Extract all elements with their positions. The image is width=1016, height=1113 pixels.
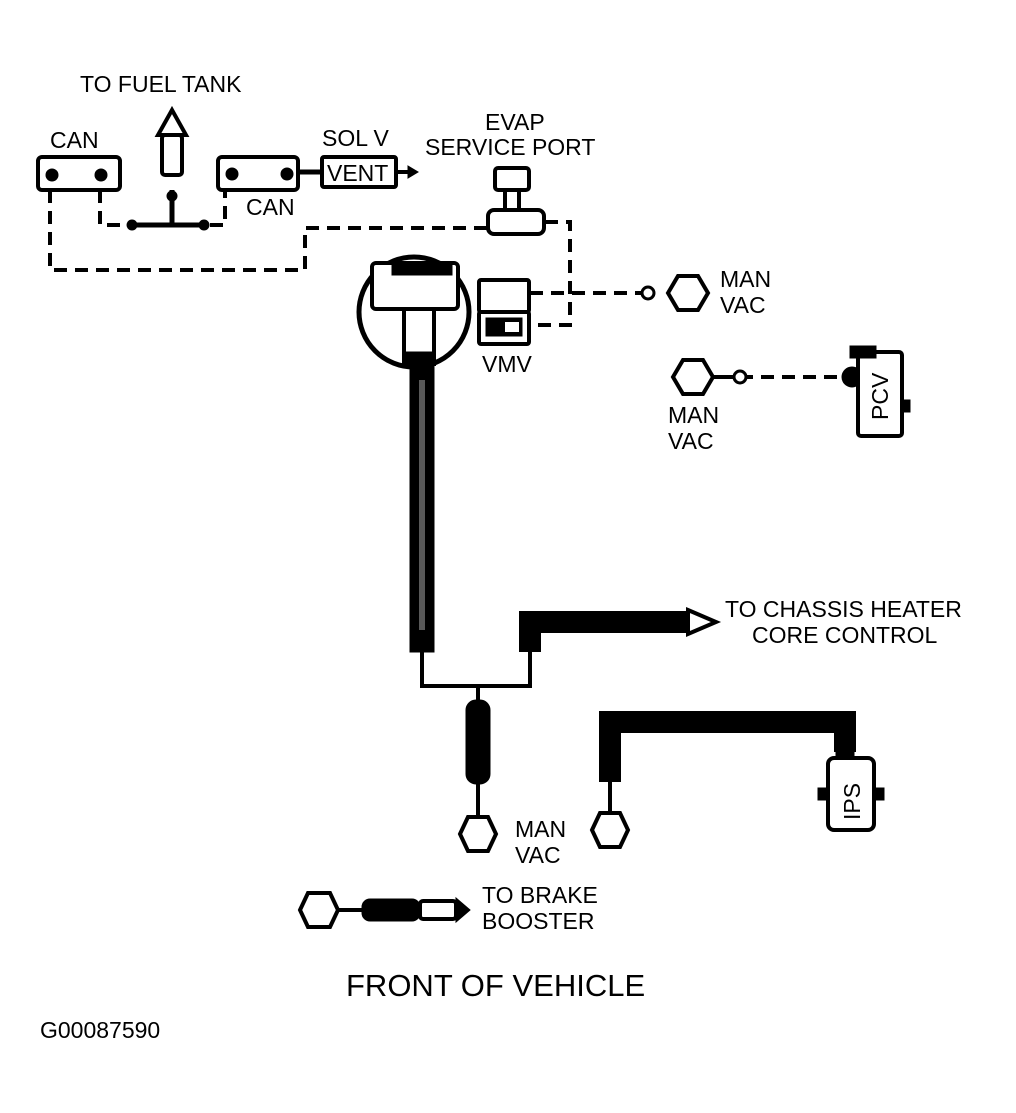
figure-id: G00087590 — [40, 1017, 160, 1043]
brake-label-line2: BOOSTER — [482, 908, 594, 934]
ips-hose — [589, 711, 856, 849]
main-vacuum-hose — [409, 361, 532, 688]
pcv-valve — [841, 345, 911, 438]
man-vac-port-2 — [670, 358, 748, 396]
fuel-tank-label: TO FUEL TANK — [80, 71, 242, 97]
canister-right — [216, 155, 322, 192]
chassis-label-line2: CORE CONTROL — [752, 622, 938, 648]
man-vac-1-label-a: MAN — [720, 266, 771, 292]
man-vac-2-label-b: VAC — [668, 428, 714, 454]
man-vac-3-label-a: MAN — [515, 816, 566, 842]
front-of-vehicle-label: FRONT OF VEHICLE — [346, 968, 645, 1003]
fuel-tank-tee — [126, 105, 210, 231]
evap-label-line1: EVAP — [485, 109, 545, 135]
evap-service-port — [486, 166, 546, 236]
man-vac-2-label-a: MAN — [668, 402, 719, 428]
vent-solenoid — [320, 155, 419, 189]
brake-booster-hose — [297, 891, 471, 929]
brake-label-line1: TO BRAKE — [482, 882, 598, 908]
man-vac-port-3 — [457, 686, 499, 853]
man-vac-1-label-b: VAC — [720, 292, 766, 318]
can-left-label: CAN — [50, 127, 99, 153]
vent-label: VENT — [327, 160, 388, 186]
vmv-label: VMV — [482, 351, 533, 377]
ips-label: IPS — [839, 783, 865, 820]
chassis-label-line1: TO CHASSIS HEATER — [725, 596, 962, 622]
sol-v-label: SOL V — [322, 125, 390, 151]
man-vac-3-label-b: VAC — [515, 842, 561, 868]
intake-vacuum-fitting — [356, 254, 472, 370]
pcv-label: PCV — [867, 372, 893, 420]
heater-control-hose — [519, 606, 722, 652]
evap-label-line2: SERVICE PORT — [425, 134, 595, 160]
man-vac-port-1 — [640, 274, 711, 312]
canister-left — [36, 155, 122, 192]
ips-sensor — [817, 756, 885, 832]
vmv-valve — [477, 278, 531, 346]
can-right-label: CAN — [246, 194, 295, 220]
